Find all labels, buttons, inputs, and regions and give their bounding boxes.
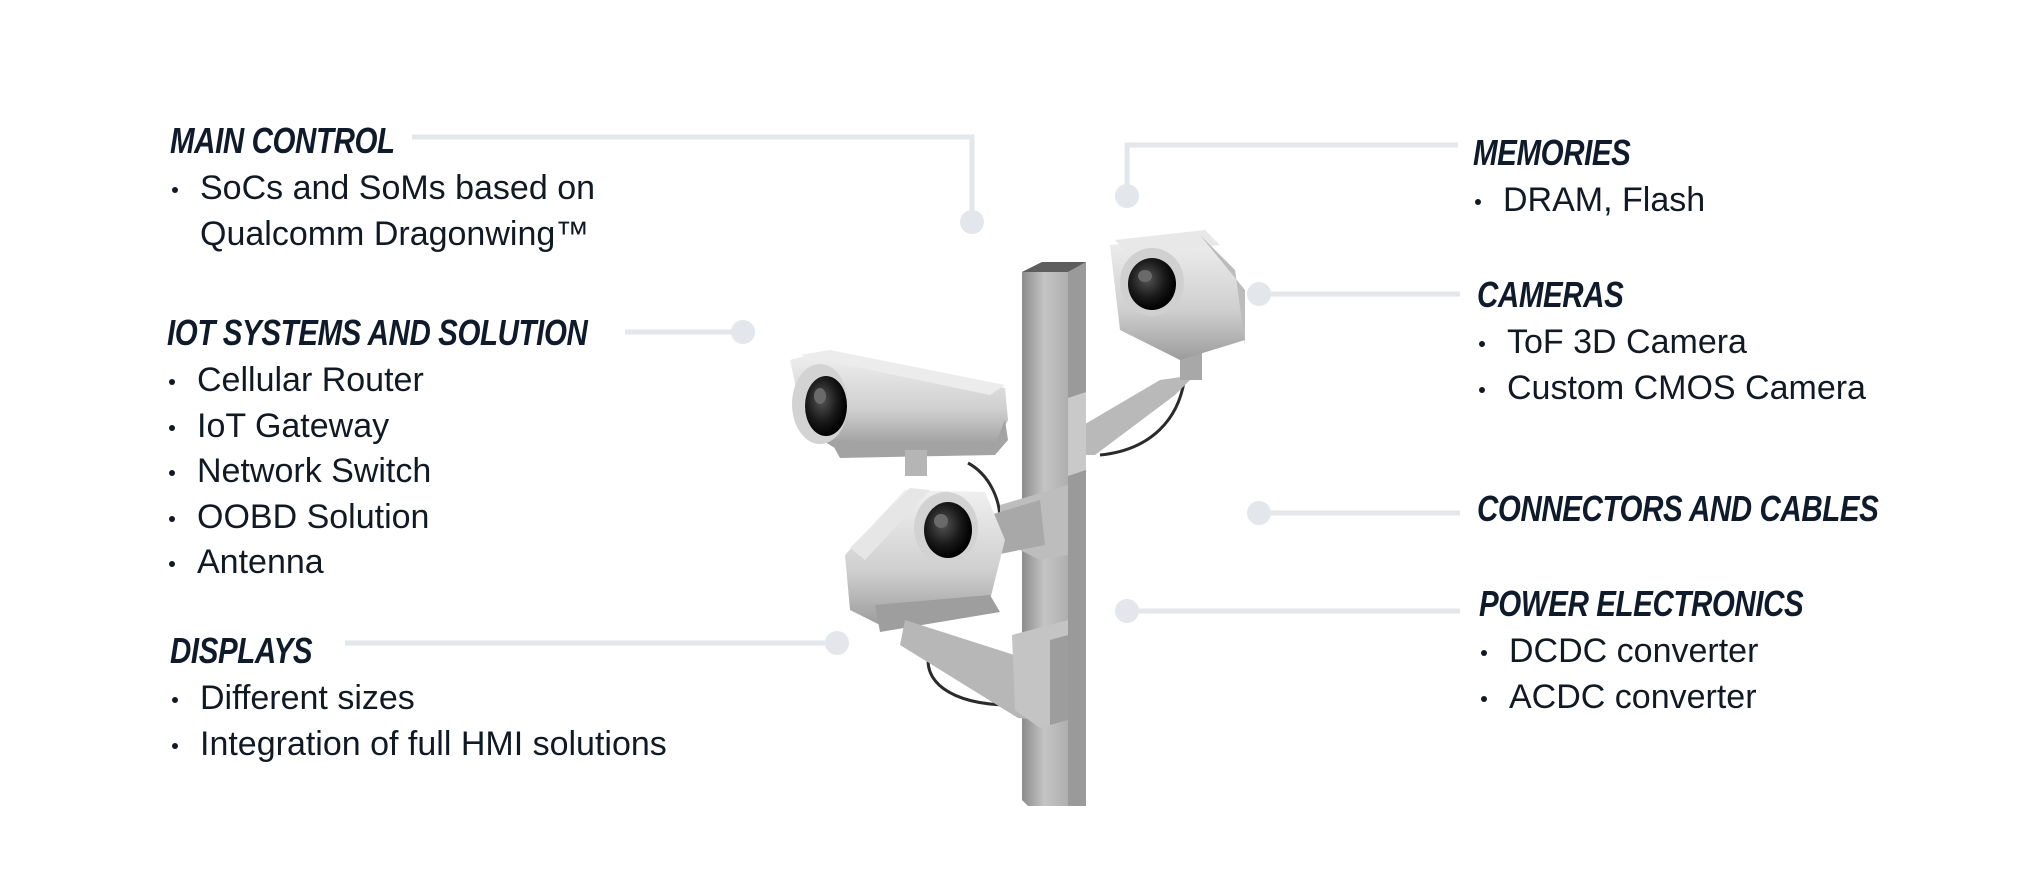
heading-power-electronics: POWER ELECTRONICS (1479, 583, 1804, 624)
group-main-control: MAIN CONTROL SoCs and SoMs based on Qual… (170, 120, 595, 257)
heading-cameras: CAMERAS (1477, 274, 1624, 315)
group-iot-systems: IOT SYSTEMS AND SOLUTION Cellular Router… (167, 312, 680, 586)
list-item: Cellular Router (167, 358, 680, 404)
list-iot-systems: Cellular Router IoT Gateway Network Swit… (167, 358, 680, 586)
list-item: Network Switch (167, 449, 680, 495)
group-connectors-cables: CONNECTORS AND CABLES (1477, 488, 1967, 530)
group-displays: DISPLAYS Different sizes Integration of … (170, 630, 667, 767)
connector-dot-cameras (1247, 282, 1271, 306)
list-main-control: SoCs and SoMs based on Qualcomm Dragonwi… (170, 166, 595, 257)
connector-main-control (412, 134, 975, 221)
heading-displays: DISPLAYS (170, 630, 313, 671)
camera-lower (845, 488, 1005, 632)
list-item: Integration of full HMI solutions (170, 722, 667, 768)
list-item: DCDC converter (1479, 629, 1875, 675)
list-item: Different sizes (170, 676, 667, 722)
connector-dot-memories (1115, 184, 1139, 208)
list-item: Antenna (167, 540, 680, 586)
group-power-electronics: POWER ELECTRONICS DCDC converter ACDC co… (1479, 583, 1875, 720)
list-displays: Different sizes Integration of full HMI … (170, 676, 667, 767)
group-memories: MEMORIES DRAM, Flash (1473, 132, 1705, 224)
connector-dot-power (1115, 599, 1139, 623)
heading-memories: MEMORIES (1473, 132, 1631, 173)
connector-memories (1124, 142, 1458, 195)
bracket-lower (900, 620, 1068, 728)
camera-upper-left (790, 350, 1008, 476)
list-item: Custom CMOS Camera (1477, 366, 1866, 412)
heading-main-control: MAIN CONTROL (170, 120, 395, 161)
list-item-continuation: Qualcomm Dragonwing™ (200, 214, 590, 253)
list-item: ToF 3D Camera (1477, 320, 1866, 366)
connector-dot-iot (731, 320, 755, 344)
list-item: SoCs and SoMs based on Qualcomm Dragonwi… (170, 166, 595, 257)
list-memories: DRAM, Flash (1473, 178, 1705, 224)
list-power-electronics: DCDC converter ACDC converter (1479, 629, 1875, 720)
list-item: DRAM, Flash (1473, 178, 1705, 224)
connector-dot-main-control (960, 210, 984, 234)
list-cameras: ToF 3D Camera Custom CMOS Camera (1477, 320, 1866, 411)
list-item: ACDC converter (1479, 675, 1875, 721)
group-cameras: CAMERAS ToF 3D Camera Custom CMOS Camera (1477, 274, 1866, 411)
list-item: IoT Gateway (167, 404, 680, 450)
connector-dot-displays (825, 631, 849, 655)
bracket-upper-right (1068, 345, 1202, 476)
connector-dot-connectors (1247, 501, 1271, 525)
list-item: OOBD Solution (167, 495, 680, 541)
heading-iot-systems: IOT SYSTEMS AND SOLUTION (167, 312, 588, 353)
heading-connectors-cables: CONNECTORS AND CABLES (1477, 488, 1879, 529)
camera-upper-right (1110, 230, 1245, 360)
